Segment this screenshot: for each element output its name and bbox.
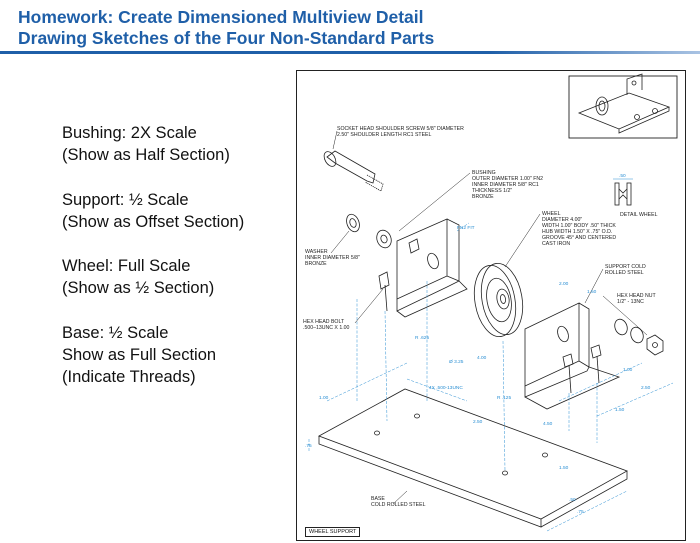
- washer-callout-1: WASHER: [305, 249, 328, 255]
- left-support: [378, 218, 468, 318]
- bushing-callout-5: BRONZE: [472, 194, 494, 200]
- title-block: WHEEL SUPPORT: [305, 527, 361, 537]
- dim-value: 4X .500-13UNC: [429, 385, 463, 391]
- dim-value: 1.50: [615, 407, 625, 413]
- dim-value: 1.00: [319, 395, 329, 401]
- slide-title-line2: Drawing Sketches of the Four Non-Standar…: [18, 28, 435, 48]
- wheel-callout-3: WIDTH 1.00" BODY .50" THICK: [542, 223, 616, 229]
- instructions-list: Bushing: 2X Scale (Show as Half Section)…: [62, 122, 292, 411]
- dim-value: 1.50: [587, 289, 597, 295]
- instruction-line: (Show as Half Section): [62, 146, 230, 165]
- right-support: [524, 302, 621, 410]
- dim-value: 2.50: [473, 419, 483, 425]
- instruction-base: Base: ½ Scale Show as Full Section (Indi…: [62, 322, 292, 389]
- dim-value: Ø 3.25: [449, 359, 464, 365]
- bushing-part: [376, 229, 392, 249]
- instruction-line: Support: ½ Scale: [62, 190, 189, 209]
- hexnut-callout-2: 1/2" - 13NC: [617, 299, 644, 305]
- bushing-callout-1: BUSHING: [472, 170, 496, 176]
- washer-callout-2: INNER DIAMETER 5/8": [305, 255, 360, 261]
- detail-dim: .50: [619, 173, 626, 179]
- instruction-line: (Indicate Threads): [62, 368, 196, 387]
- dim-value: 1.50: [559, 465, 569, 471]
- title-underline: [0, 51, 700, 54]
- wheel-callout-1: WHEEL: [542, 211, 561, 217]
- dimension-values: 2.00 1.50 R .625 Ø 3.25 4.00 4X .500-13U…: [305, 281, 651, 515]
- instruction-wheel: Wheel: Full Scale (Show as ½ Section): [62, 255, 292, 300]
- dim-value: R .625: [415, 335, 429, 341]
- instruction-line: Wheel: Full Scale: [62, 257, 191, 276]
- hexbolt-callout-2: .500–13UNC X 1.00: [303, 325, 350, 331]
- technical-drawing: SOCKET HEAD SHOULDER SCREW 5/8" DIAMETER…: [296, 70, 686, 541]
- assembly-drawing-svg: SOCKET HEAD SHOULDER SCREW 5/8" DIAMETER…: [303, 73, 678, 532]
- dim-value: .75: [305, 443, 312, 449]
- callouts: SOCKET HEAD SHOULDER SCREW 5/8" DIAMETER…: [303, 126, 658, 508]
- screw-callout-2: 2.50" SHOULDER LENGTH RC1 STEEL: [337, 132, 431, 138]
- dim-value: 4.50: [543, 421, 553, 427]
- support-callout-2: ROLLED STEEL: [605, 270, 644, 276]
- shoulder-screw: [323, 150, 384, 192]
- detail-wheel-label: DETAIL WHEEL: [620, 212, 658, 218]
- dimension-lines: [308, 222, 674, 532]
- hex-nut-assembly: [614, 318, 664, 356]
- dim-value: R .125: [497, 395, 511, 401]
- detail-wheel-section: [613, 178, 633, 206]
- dim-value: .75: [577, 509, 584, 515]
- instruction-support: Support: ½ Scale (Show as Offset Section…: [62, 189, 292, 234]
- fn2-fit-label: FN2 FIT: [457, 225, 475, 231]
- leader-lines: [330, 130, 648, 505]
- dim-value: .50: [569, 497, 576, 503]
- instruction-bushing: Bushing: 2X Scale (Show as Half Section): [62, 122, 292, 167]
- washer-callout-3: BRONZE: [305, 261, 327, 267]
- instruction-line: (Show as ½ Section): [62, 279, 215, 298]
- dim-value: 4.00: [477, 355, 487, 361]
- inset-assembly-icon: [577, 73, 671, 134]
- instruction-line: Bushing: 2X Scale: [62, 124, 197, 142]
- instruction-line: Show as Full Section: [62, 346, 217, 365]
- washer-part: [346, 213, 360, 233]
- dim-value: 2.50: [641, 385, 651, 391]
- dim-value: 2.00: [559, 281, 569, 287]
- instruction-line: Base: ½ Scale: [62, 323, 169, 342]
- wheel-callout-5: GROOVE 45° AND CENTERED: [542, 235, 616, 241]
- base-plate: [318, 388, 628, 528]
- hexbolt-callout-1: HEX HEAD BOLT: [303, 319, 345, 325]
- instruction-line: (Show as Offset Section): [62, 212, 245, 231]
- detail-inset-frame: [568, 75, 678, 139]
- bushing-callout-4: THICKNESS 1/2": [472, 188, 512, 194]
- hexnut-callout-1: HEX HEAD NUT: [617, 293, 656, 299]
- wheel-callout-2: DIAMETER 4.00": [542, 217, 582, 223]
- base-callout-1: BASE: [371, 496, 385, 502]
- screw-callout-1: SOCKET HEAD SHOULDER SCREW 5/8" DIAMETER: [337, 126, 464, 132]
- bushing-callout-3: INNER DIAMETER 5/8" RC1: [472, 182, 539, 188]
- bushing-callout-2: OUTER DIAMETER 1.00" FN2: [472, 176, 543, 182]
- slide-title: Homework: Create Dimensioned Multiview D…: [18, 7, 578, 49]
- support-callout-1: SUPPORT COLD: [605, 264, 646, 270]
- right-bolts: [562, 344, 602, 394]
- slide-title-line1: Homework: Create Dimensioned Multiview D…: [18, 7, 424, 27]
- wheel-callout-6: CAST IRON: [542, 241, 570, 247]
- base-callout-2: COLD ROLLED STEEL: [371, 502, 426, 508]
- wheel-callout-4: HUB WIDTH 1.50" X .75" O.D.: [542, 229, 612, 235]
- dim-value: 1.00: [623, 367, 633, 373]
- wheel-part: [473, 262, 524, 338]
